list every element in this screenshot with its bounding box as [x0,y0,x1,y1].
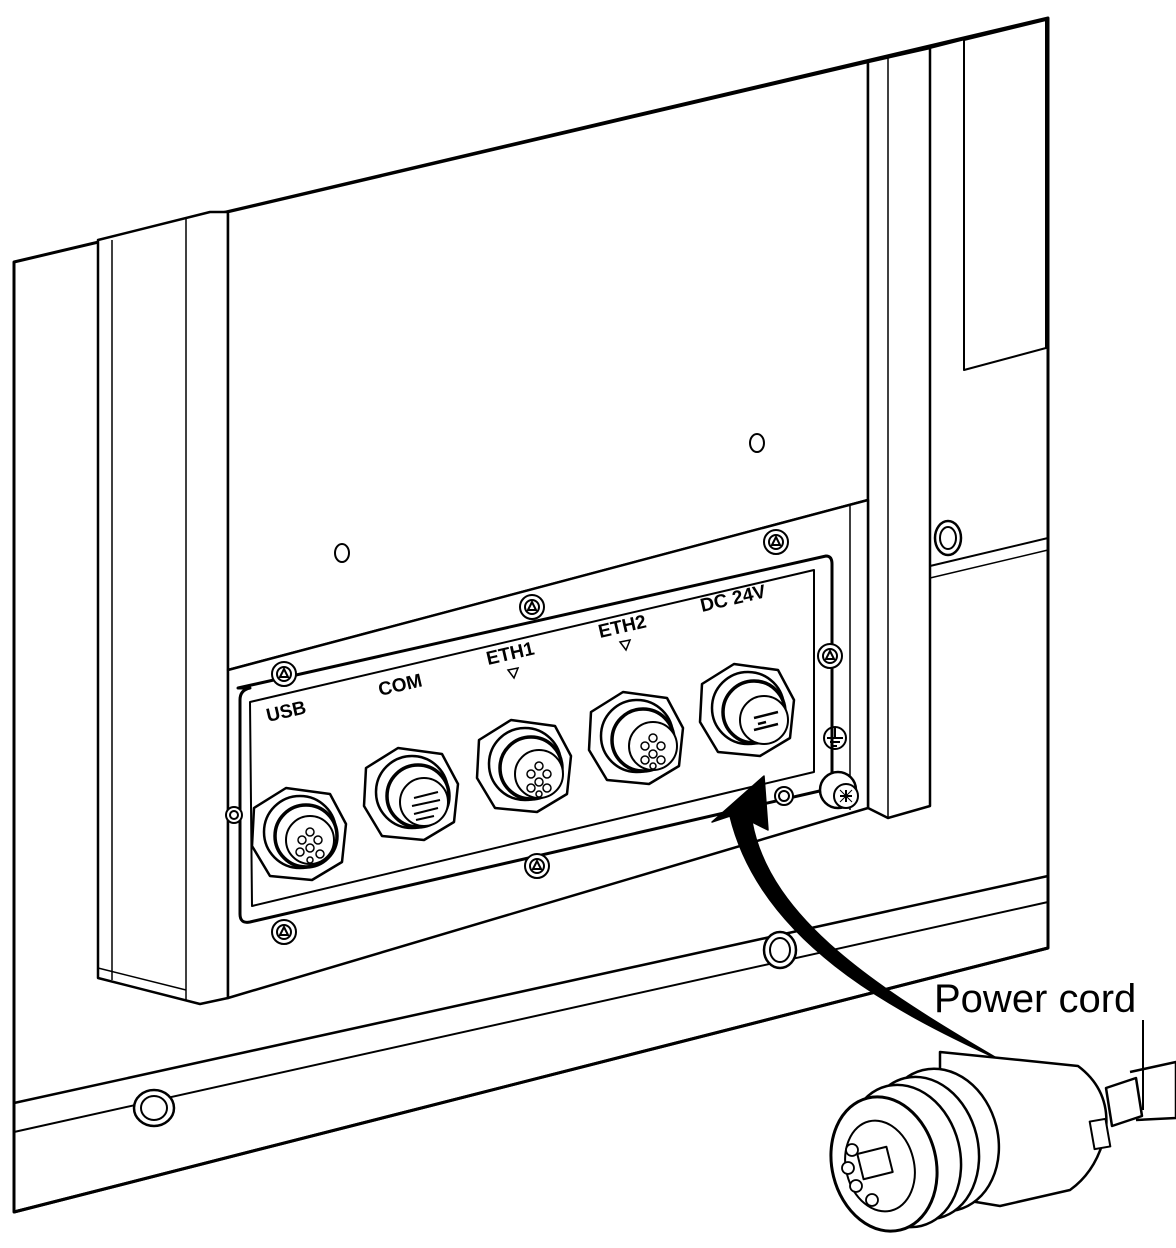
ground-icon [823,726,847,750]
mounting-holes [132,433,963,1128]
left-rail [96,210,230,1006]
power-plug-icon [829,1050,1176,1233]
screw-icon [519,594,545,620]
screw-icon [817,643,843,669]
screw-icon [774,786,794,806]
led-indicators [506,638,632,680]
arrow-icon [711,775,1001,1061]
screw-icon [225,806,243,824]
usb-connector [250,786,348,882]
com-connector [362,746,460,842]
screw-icon [271,919,297,945]
screw-icon [524,853,550,879]
eth1-connector [475,718,573,814]
dc24v-connector [698,662,796,758]
panel-screws [225,529,843,945]
eth2-connector [587,690,685,786]
right-rail [866,17,1049,820]
ground-terminal [818,770,859,810]
screw-icon [763,529,789,555]
screw-icon [271,661,297,687]
power-cord-label: Power cord [934,977,1136,1021]
